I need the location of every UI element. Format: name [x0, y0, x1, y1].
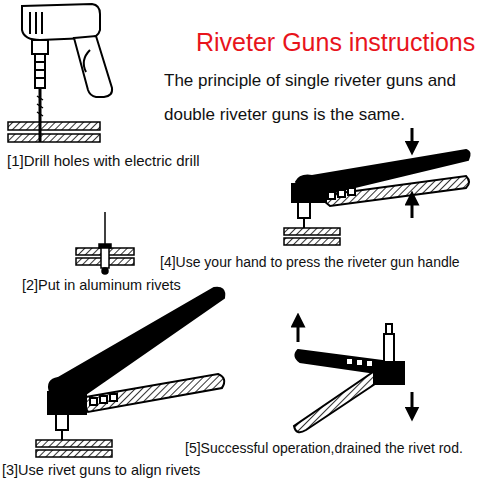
step-caption: [3]Use rivet guns to align rivets [2, 462, 200, 478]
rivet-in-plate [76, 212, 134, 274]
step-caption: [5]Successful operation,drained the rive… [185, 440, 463, 456]
intro-note: The principle of single riveter guns and… [164, 64, 490, 132]
electric-drill [8, 4, 112, 142]
title: Riveter Guns instructions [196, 28, 475, 57]
riveter-gun-release [294, 320, 412, 432]
riveter-gun-press [284, 128, 470, 245]
riveter-gun-align [36, 288, 224, 457]
step-caption: [1]Drill holes with electric drill [7, 152, 200, 169]
step-caption: [4]Use your hand to press the riveter gu… [160, 254, 460, 270]
step-caption: [2]Put in aluminum rivets [22, 277, 181, 293]
